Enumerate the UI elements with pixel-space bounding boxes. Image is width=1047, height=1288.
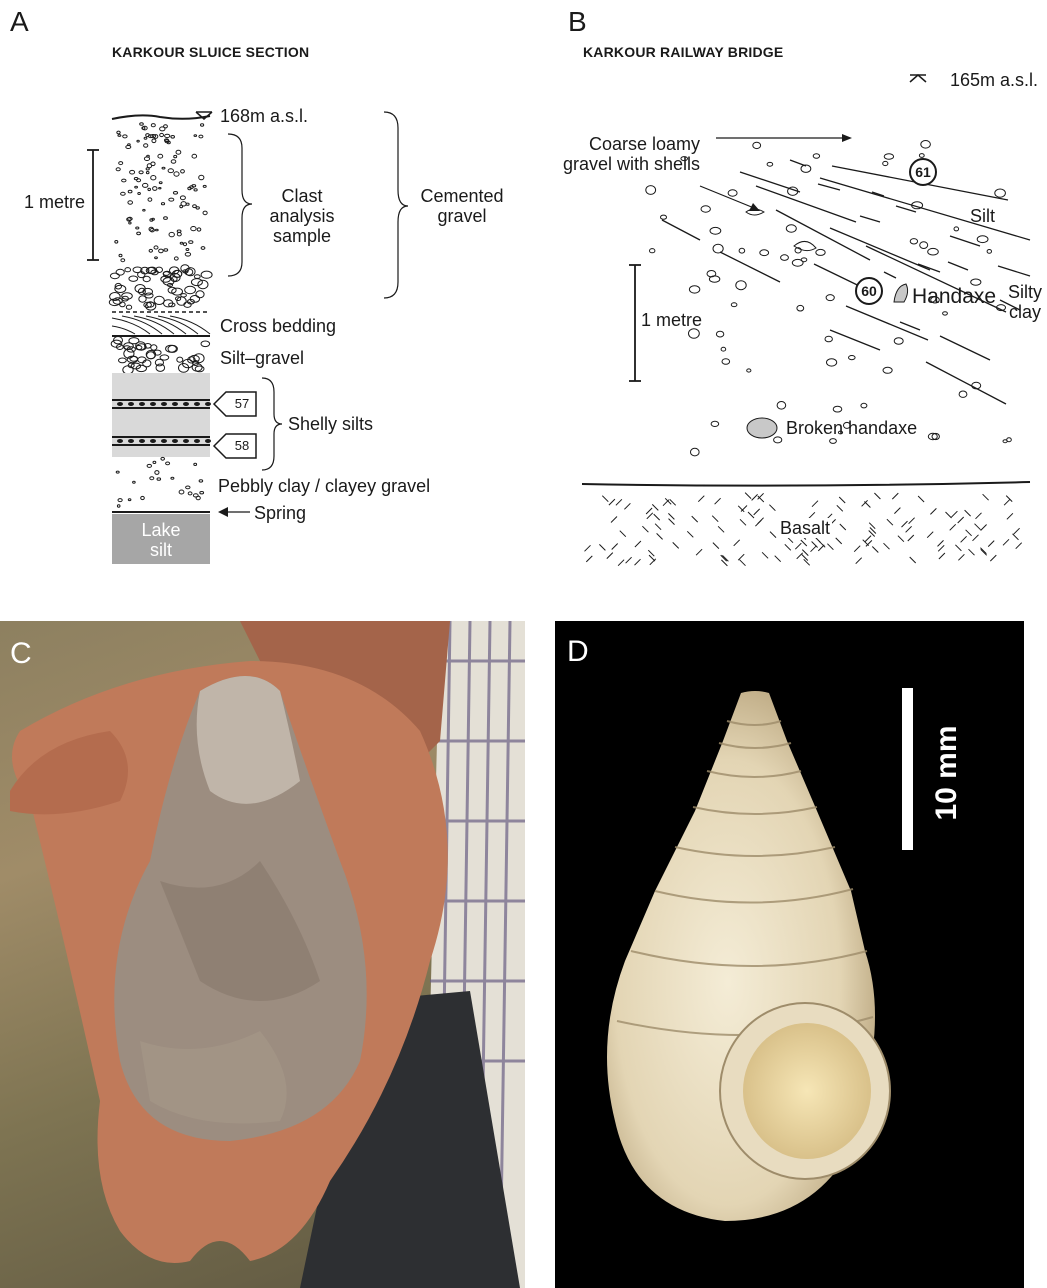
shell-scale-label: 10 mm xyxy=(930,725,964,820)
scale-label-b: 1 metre xyxy=(641,310,702,330)
scale-bar-d xyxy=(902,688,913,850)
elevation-label-b: 165m a.s.l. xyxy=(950,70,1038,90)
handaxe-label: Handaxe xyxy=(912,285,996,309)
elevation-marker-icon xyxy=(910,75,926,82)
broken-handaxe-icon xyxy=(747,418,777,438)
panel-d-letter: D xyxy=(567,635,589,669)
shell-illustration xyxy=(555,621,1024,1288)
railway-bridge-drawing xyxy=(0,0,1047,600)
handaxe-photo: C xyxy=(0,621,525,1288)
arrow-icon xyxy=(842,134,852,142)
basalt-label: Basalt xyxy=(778,518,832,538)
handaxe-icon xyxy=(894,284,908,302)
sample-61-label: 61 xyxy=(910,164,936,180)
coarse-gravel-label: Coarse loamy gravel with shells xyxy=(560,134,700,174)
sample-60-label: 60 xyxy=(856,283,882,299)
broken-handaxe-label: Broken handaxe xyxy=(786,418,917,438)
silty-clay-label: Silty clay xyxy=(1000,282,1047,322)
panel-c-letter: C xyxy=(10,637,32,671)
handaxe-photo-illustration xyxy=(0,621,525,1288)
silt-label: Silt xyxy=(970,206,995,226)
basalt-surface xyxy=(582,482,1030,486)
shell-photo: D 10 mm xyxy=(555,621,1024,1288)
